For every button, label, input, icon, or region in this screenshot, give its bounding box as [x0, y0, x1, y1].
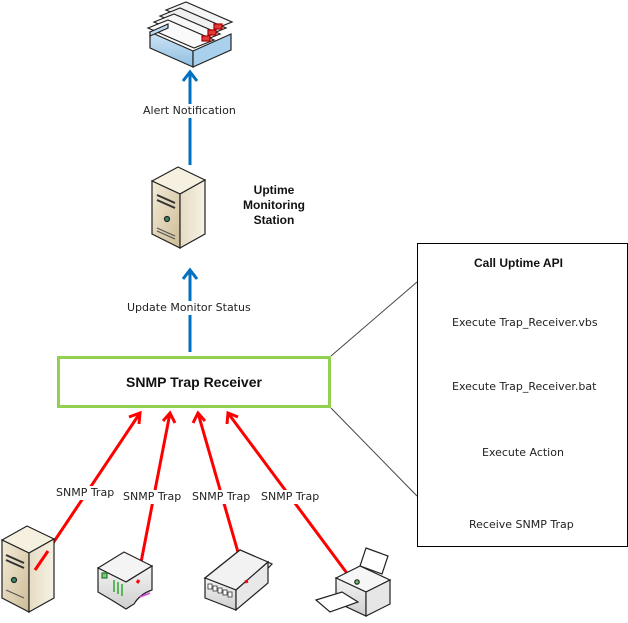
- process-step-action: Execute Action: [480, 446, 566, 460]
- process-step-call-api: Call Uptime API: [472, 256, 565, 270]
- station-label-line: Monitoring: [243, 198, 305, 212]
- process-step-receive: Receive SNMP Trap: [467, 518, 576, 532]
- alert-notification-label: Alert Notification: [141, 104, 238, 118]
- source-modem-icon: [96, 551, 154, 610]
- update-monitor-status-label: Update Monitor Status: [125, 301, 253, 315]
- zoom-connector-top: [330, 281, 418, 357]
- process-step-vbs: Execute Trap_Receiver.vbs: [450, 316, 600, 330]
- trap-label: SNMP Trap: [121, 490, 184, 504]
- process-step-bat: Execute Trap_Receiver.bat: [450, 380, 599, 394]
- snmp-trap-receiver-node: SNMP Trap Receiver: [57, 356, 331, 408]
- alert-arrow: [181, 69, 199, 165]
- snmp-trap-receiver-label: SNMP Trap Receiver: [126, 374, 262, 390]
- zoom-connector-bottom: [330, 407, 418, 497]
- trap-label: SNMP Trap: [259, 490, 322, 504]
- server-tower-icon: [150, 166, 207, 250]
- mail-tray-icon: [146, 1, 234, 68]
- trap-label: SNMP Trap: [54, 486, 117, 500]
- source-printer-icon: [314, 547, 392, 617]
- source-server-icon: [0, 525, 56, 614]
- monitoring-station-label: Uptime Monitoring Station: [240, 183, 308, 228]
- station-label-line: Uptime: [253, 183, 295, 197]
- trap-processing-detail-box: [417, 243, 628, 547]
- station-label-line: Station: [253, 213, 295, 227]
- trap-label: SNMP Trap: [190, 490, 253, 504]
- source-switch-icon: [203, 549, 274, 612]
